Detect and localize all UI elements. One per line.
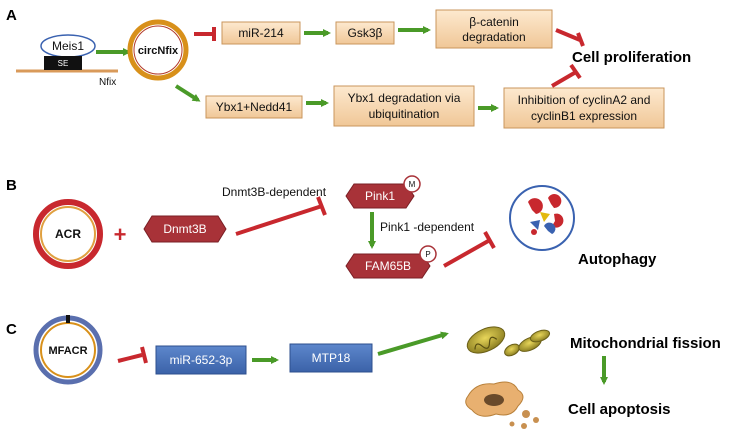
ybx1-degradation-line2: ubiquitination <box>369 107 440 121</box>
gsk3b-box <box>335 21 395 45</box>
autophagy-label: Autophagy <box>578 251 657 268</box>
circnfix-inner-ring <box>133 25 183 75</box>
cyclin-inhibition-line1: Inhibition of cyclinA2 and <box>518 93 651 107</box>
plus-sign: + <box>114 222 127 247</box>
mtp18-box <box>289 343 373 373</box>
se-box <box>44 56 82 70</box>
cell-apoptosis-label: Cell apoptosis <box>568 401 671 418</box>
cell-proliferation-label: Cell proliferation <box>572 49 691 66</box>
methylation-badge-label: M <box>409 180 416 189</box>
pink1-dependent-label: Pink1 -dependent <box>380 220 475 234</box>
acr-ring <box>33 199 103 269</box>
mir214-box <box>221 21 301 45</box>
bcatenin-line1: β-catenin <box>469 15 519 29</box>
mitochondrial-fission-label: Mitochondrial fission <box>570 335 721 352</box>
pink1-label: Pink1 <box>365 189 395 203</box>
inhibit-cyclin-prolif <box>550 70 578 88</box>
inhibit-fam65b-autophagy <box>443 238 491 268</box>
inhibit-mfacr-mir652 <box>117 353 143 363</box>
panel-label-a: A <box>6 7 17 24</box>
mir652-box <box>155 345 247 375</box>
panel-label-b: B <box>6 177 17 194</box>
dnmt3b-label: Dnmt3B <box>163 222 206 236</box>
cyclin-inhibition-line2: cyclinB1 expression <box>531 109 637 123</box>
acr-label: ACR <box>55 227 81 241</box>
autophagosome-icon <box>509 185 575 251</box>
mir652-label: miR-652-3p <box>170 353 233 367</box>
bcatenin-line2: degradation <box>462 30 525 44</box>
mfacr-label: MFACR <box>48 345 87 357</box>
dnmt3b-hexagon <box>143 215 227 243</box>
ybx1-nedd41-box <box>205 95 303 119</box>
pink1-hexagon <box>345 183 415 209</box>
phosphorylation-badge <box>419 245 437 263</box>
bcatenin-box <box>435 9 553 49</box>
acr-inner-ring <box>40 206 96 262</box>
mitochondria-icon <box>466 326 551 357</box>
ybx1-nedd41-label: Ybx1+Nedd41 <box>216 100 293 114</box>
mfacr-marker <box>66 315 70 323</box>
circnfix-label: circNfix <box>138 45 179 57</box>
dnmt3b-dependent-label: Dnmt3B-dependent <box>222 185 327 199</box>
arrow-mtp18-mito <box>377 331 449 356</box>
panel-label-c: C <box>6 321 17 338</box>
methylation-badge <box>403 175 421 193</box>
circnfix-ring <box>127 19 189 81</box>
ybx1-degradation-line1: Ybx1 degradation via <box>348 91 461 105</box>
phosphorylation-badge-label: P <box>425 250 430 259</box>
nfix-label: Nfix <box>99 77 116 88</box>
inhibit-dnmt3b-pink1 <box>235 204 323 236</box>
meis1-label: Meis1 <box>52 39 84 53</box>
mir214-label: miR-214 <box>238 26 284 40</box>
ybx1-degradation-box <box>333 85 475 127</box>
arrow-circnfix-ybx1 <box>174 84 201 102</box>
mtp18-label: MTP18 <box>312 351 351 365</box>
fam65b-label: FAM65B <box>365 259 411 273</box>
apoptotic-cell-icon <box>465 381 539 429</box>
se-label: SE <box>58 59 69 68</box>
inhibit-bcatenin-prolif <box>555 28 581 42</box>
fam65b-hexagon <box>345 253 431 279</box>
cyclin-inhibition-box <box>503 87 665 129</box>
gsk3b-label: Gsk3β <box>348 26 383 40</box>
